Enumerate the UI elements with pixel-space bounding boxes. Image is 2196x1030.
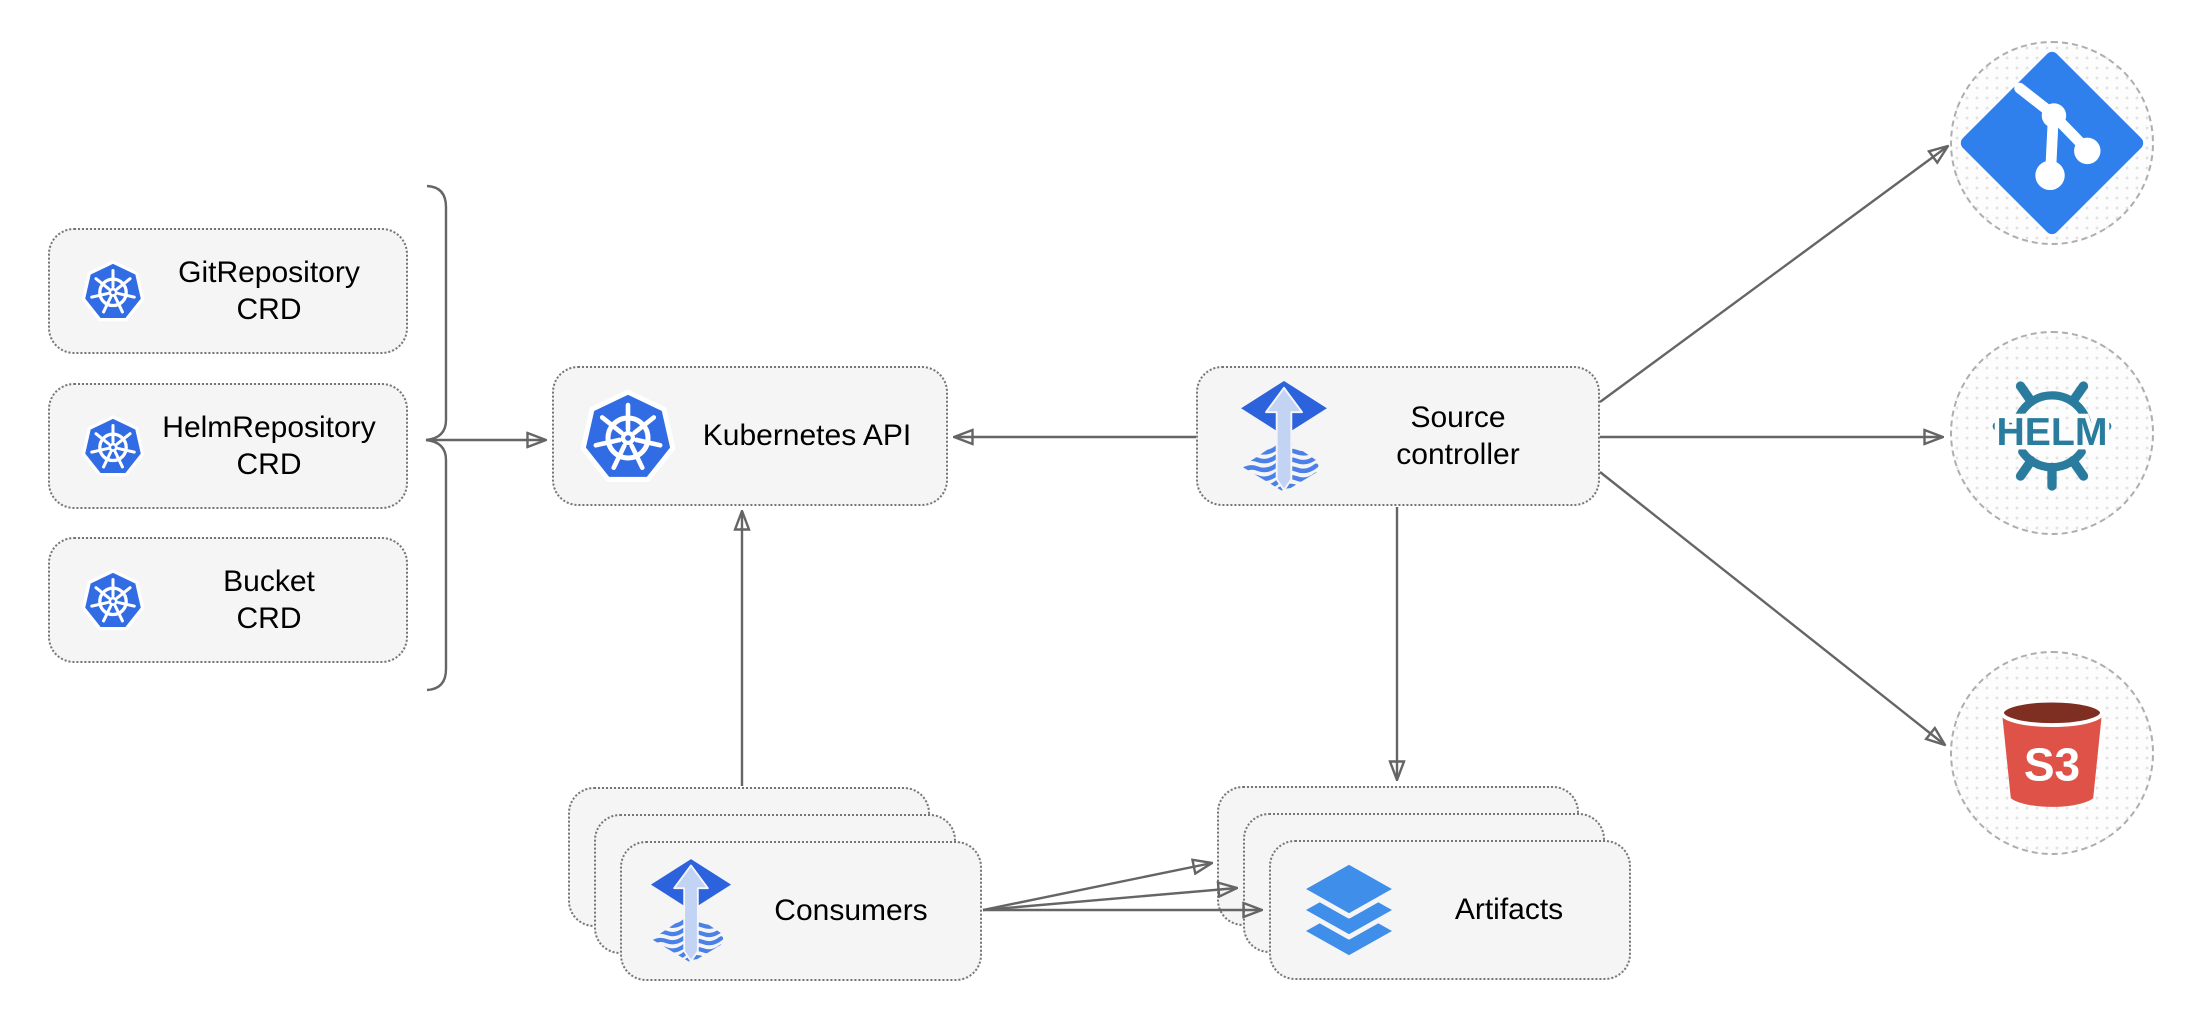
source-controller-line2: controller xyxy=(1396,438,1520,471)
artifacts-label: Artifacts xyxy=(1454,893,1564,927)
kubernetes-api-label: Kubernetes API xyxy=(702,419,912,453)
arrow-consumers-to-artifacts-1 xyxy=(982,863,1212,912)
gitrepository-crd-line2: CRD xyxy=(236,293,302,326)
kubernetes-icon xyxy=(80,258,146,324)
node-kubernetes-api: Kubernetes API xyxy=(552,366,948,506)
node-source-controller: Source controller xyxy=(1196,366,1600,506)
node-consumers: Consumers xyxy=(620,841,982,981)
helmrepository-crd-line2: CRD xyxy=(236,448,302,481)
s3-bucket-icon: S3 xyxy=(2000,698,2104,807)
arrow-consumers-to-artifacts-2 xyxy=(982,888,1237,912)
node-artifacts: Artifacts xyxy=(1269,840,1631,980)
kubernetes-icon xyxy=(578,386,678,486)
s3-wordmark: S3 xyxy=(2024,738,2080,790)
crd-group-bracket xyxy=(425,184,448,692)
node-bucket-crd: Bucket CRD xyxy=(48,537,408,663)
flux-icon xyxy=(650,858,732,964)
node-helmrepository-crd: HelmRepository CRD xyxy=(48,383,408,509)
gitrepository-crd-line1: GitRepository xyxy=(178,255,360,289)
helmrepository-crd-label: HelmRepository CRD xyxy=(146,409,392,484)
consumers-label: Consumers xyxy=(774,894,928,928)
git-icon xyxy=(1960,51,2144,235)
target-git-repository xyxy=(1950,41,2154,245)
source-controller-line1: Source xyxy=(1410,400,1506,434)
bucket-crd-line2: CRD xyxy=(236,602,302,635)
flux-icon xyxy=(1240,380,1328,493)
helm-icon: HELM xyxy=(1992,381,2112,491)
target-helm-repository: HELM xyxy=(1950,331,2154,535)
target-s3-bucket: S3 xyxy=(1950,651,2154,855)
node-gitrepository-crd: GitRepository CRD xyxy=(48,228,408,354)
kubernetes-icon xyxy=(80,567,146,633)
bucket-crd-line1: Bucket xyxy=(223,564,315,598)
helm-wordmark: HELM xyxy=(1996,411,2107,454)
source-controller-label: Source controller xyxy=(1328,399,1588,474)
layers-icon xyxy=(1299,860,1399,960)
gitrepository-crd-label: GitRepository CRD xyxy=(146,254,392,329)
helmrepository-crd-line1: HelmRepository xyxy=(162,410,376,444)
arrow-source-controller-to-s3 xyxy=(1599,471,1945,745)
kubernetes-icon xyxy=(80,413,146,479)
bucket-crd-label: Bucket CRD xyxy=(146,563,392,638)
arrow-source-controller-to-git xyxy=(1599,146,1948,403)
